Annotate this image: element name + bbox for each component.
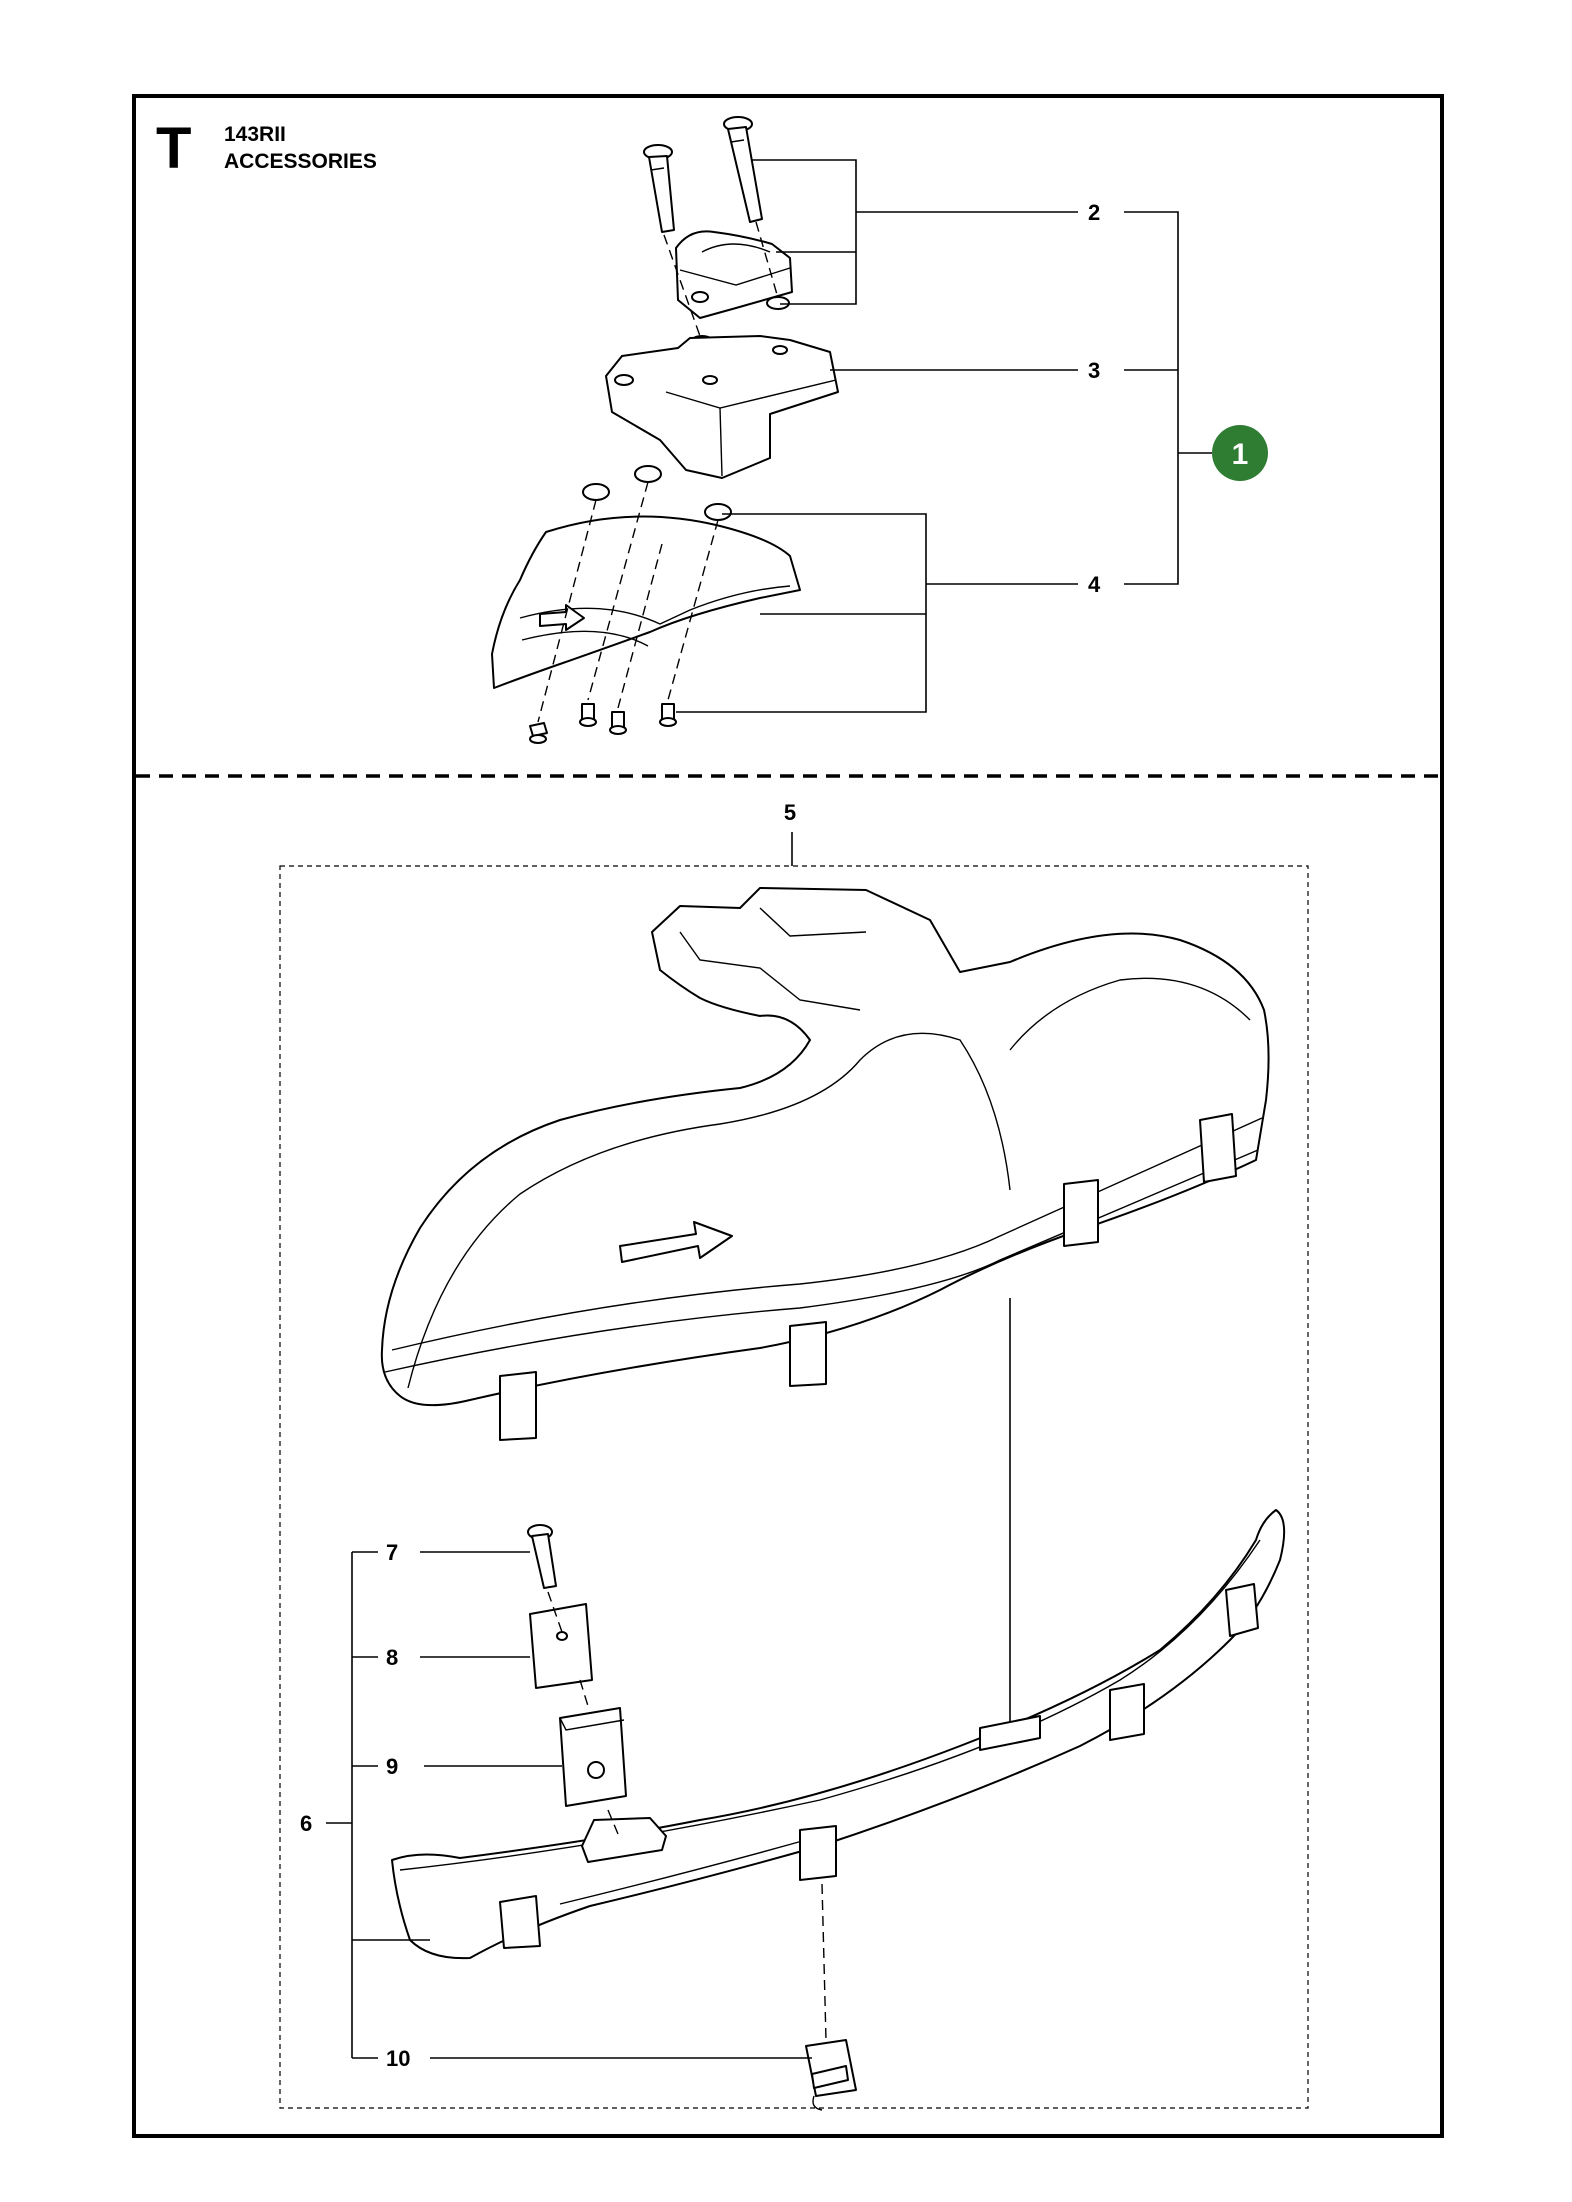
model-label: 143RII <box>224 123 286 146</box>
callout-2: 2 <box>1088 200 1100 225</box>
leader-lines-upper <box>676 159 1212 713</box>
clamp-bolt-left <box>643 144 675 233</box>
callout-7: 7 <box>386 1540 398 1565</box>
guard-outline-box <box>279 865 1309 2109</box>
section-letter: T <box>156 116 191 181</box>
skid-fasteners <box>527 1524 857 2111</box>
group-title: ACCESSORIES <box>224 150 377 173</box>
washer <box>582 483 610 501</box>
clamp-block-9 <box>559 1707 627 1807</box>
page-frame <box>132 94 1444 2138</box>
callout-6: 6 <box>300 1811 312 1836</box>
kit-badge <box>1212 425 1268 481</box>
large-guard <box>380 887 1270 1441</box>
guard-skid <box>391 1509 1286 1960</box>
small-trimmer-guard <box>491 515 801 689</box>
callout-3: 3 <box>1088 358 1100 383</box>
leader-lines-lower <box>326 1551 812 2059</box>
clamp-bolt-right <box>723 116 763 223</box>
guard-kit-assembly <box>491 116 839 744</box>
guard-screws <box>529 703 677 744</box>
callout-9: 9 <box>386 1754 398 1779</box>
callout-10: 10 <box>386 2046 410 2071</box>
kit-badge-label: 1 <box>1232 438 1249 471</box>
callout-8: 8 <box>386 1645 398 1670</box>
callout-4: 4 <box>1088 572 1101 597</box>
callout-5: 5 <box>784 800 796 825</box>
nut-plate-8 <box>529 1603 593 1689</box>
